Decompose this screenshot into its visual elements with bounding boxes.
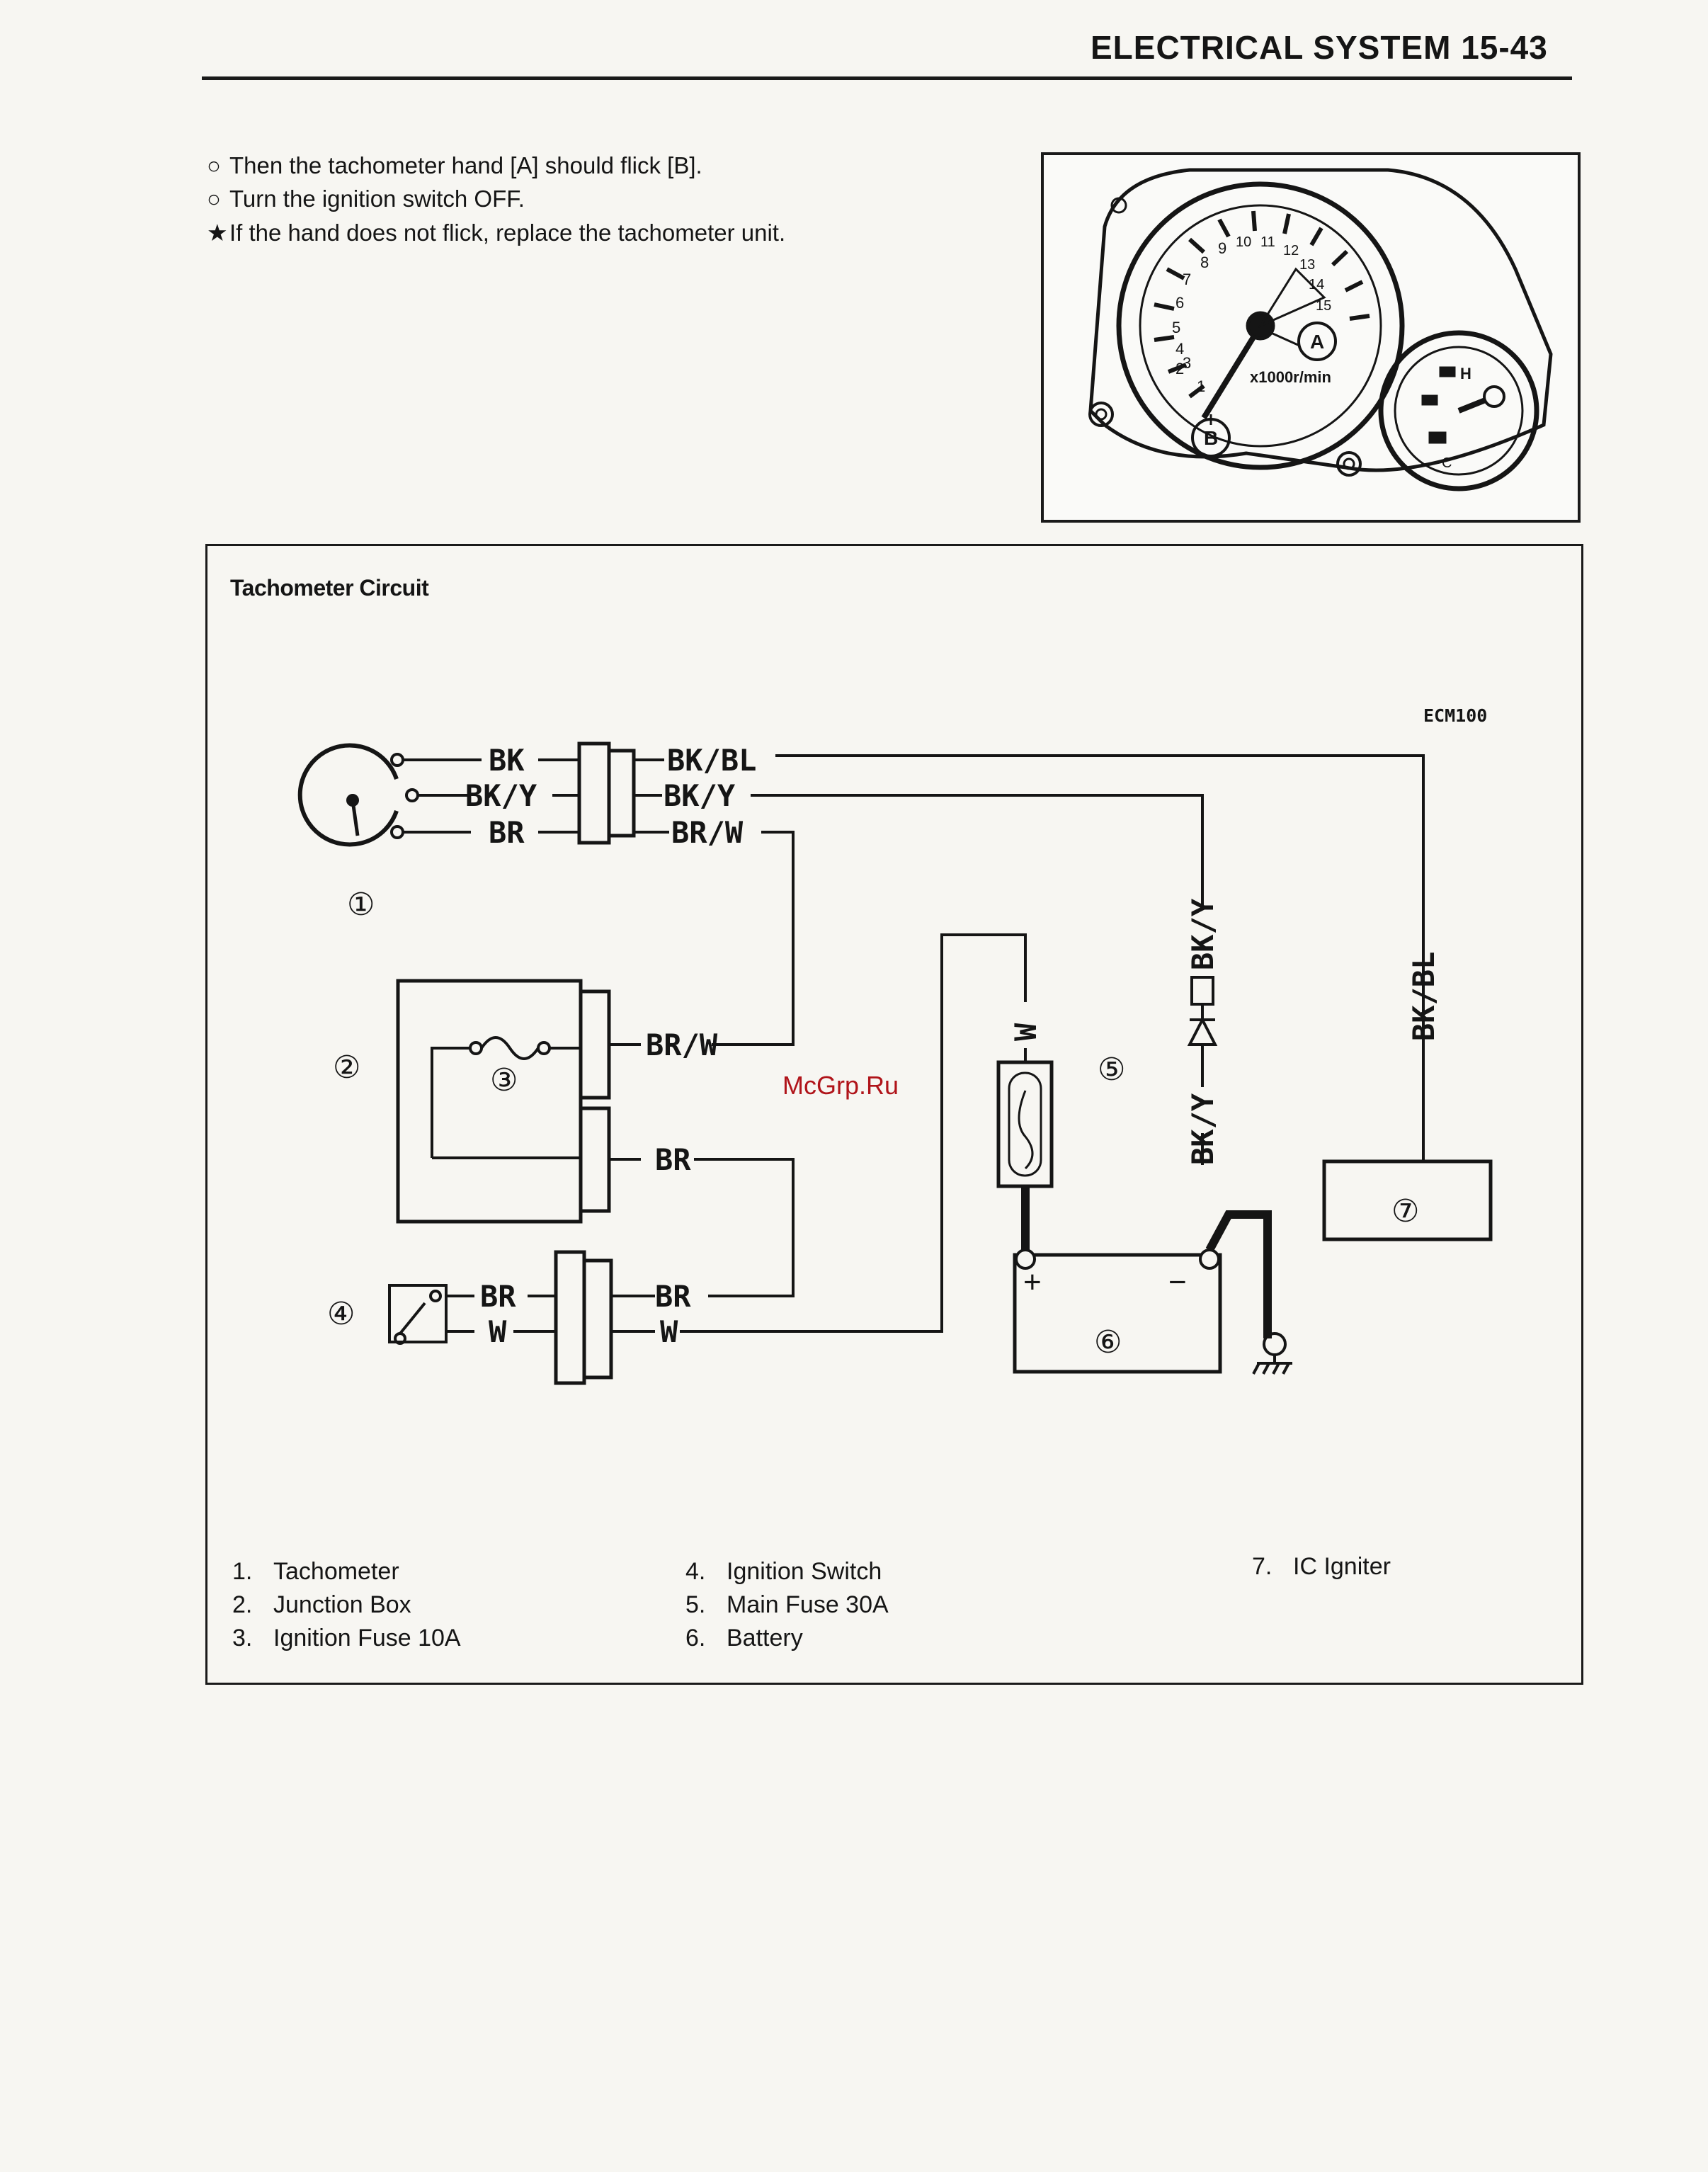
tachometer-symbol xyxy=(297,743,399,847)
legend-number-2: 2. xyxy=(232,1591,253,1618)
step-3-text: If the hand does not flick, replace the … xyxy=(229,220,786,246)
step-1-mark: ○ xyxy=(207,152,221,178)
tach-number-15: 15 xyxy=(1316,298,1331,314)
tach-unit-label: x1000r/min xyxy=(1250,368,1331,386)
battery-symbol xyxy=(1013,1253,1222,1374)
legend-item-2: 2. Junction Box xyxy=(232,1591,411,1619)
legend-number-1: 1. xyxy=(232,1558,253,1585)
wire-label-w-switch: W xyxy=(489,1314,507,1349)
legend-label-1: Tachometer xyxy=(273,1558,399,1585)
circuit-code: ECM100 xyxy=(1423,705,1488,726)
step-1-text: Then the tachometer hand [A] should flic… xyxy=(229,152,702,178)
component-number-7: ⑦ xyxy=(1391,1194,1419,1229)
ignition-switch-symbol xyxy=(388,1284,448,1343)
legend-item-3: 3. Ignition Fuse 10A xyxy=(232,1625,461,1652)
legend-label-3: Ignition Fuse 10A xyxy=(273,1625,461,1651)
temp-cold-label: C xyxy=(1442,455,1452,471)
component-number-5: ⑤ xyxy=(1098,1052,1125,1087)
legend-item-4: 4. Ignition Switch xyxy=(685,1558,882,1586)
wire-label-br: BR xyxy=(489,815,525,850)
legend-label-2: Junction Box xyxy=(273,1591,411,1618)
wire-label-br-junction: BR xyxy=(655,1142,691,1177)
step-3: ★If the hand does not flick, replace the… xyxy=(207,219,785,246)
tach-number-2: 2 xyxy=(1175,360,1184,377)
tach-number-11: 11 xyxy=(1260,234,1275,250)
wire-label-vertical-bk-y: BK/Y xyxy=(1185,898,1220,970)
component-number-1: ① xyxy=(347,887,375,922)
gauge-illustration xyxy=(1088,168,1553,491)
step-1: ○ Then the tachometer hand [A] should fli… xyxy=(207,152,702,179)
component-number-4: ④ xyxy=(327,1297,355,1331)
circuit-diagram-frame xyxy=(205,544,1583,1685)
legend-label-5: Main Fuse 30A xyxy=(727,1591,889,1618)
legend-number-3: 3. xyxy=(232,1625,253,1651)
callout-a: A xyxy=(1310,331,1324,353)
wire-label-vertical-w: W xyxy=(1008,1023,1043,1041)
step-2-text: Turn the ignition switch OFF. xyxy=(229,186,525,212)
wire-label-vertical-bk-y-lower: BK/Y xyxy=(1185,1093,1220,1165)
component-number-2: ② xyxy=(333,1050,360,1085)
battery-minus-label: − xyxy=(1168,1265,1187,1300)
gauge-text: 1 2 3 4 5 6 7 8 9 10 11 12 13 14 15 x100… xyxy=(1172,234,1471,471)
legend-item-1: 1. Tachometer xyxy=(232,1558,399,1586)
tach-number-13: 13 xyxy=(1299,257,1315,273)
tach-number-3: 3 xyxy=(1183,354,1191,372)
junction-box xyxy=(396,979,583,1224)
step-2-mark: ○ xyxy=(207,186,221,212)
legend-label-7: IC Igniter xyxy=(1293,1553,1391,1580)
tach-number-14: 14 xyxy=(1309,277,1324,292)
legend-label-6: Battery xyxy=(727,1625,803,1651)
step-3-mark: ★ xyxy=(207,220,228,246)
wire-label-br-w: BR/W xyxy=(671,815,744,850)
component-number-6: ⑥ xyxy=(1094,1325,1122,1360)
component-numbers: ① ② ③ ④ ⑤ ⑥ ⑦ + − xyxy=(327,887,1419,1360)
wire-label-bk-y-right: BK/Y xyxy=(664,778,736,813)
ic-igniter-box xyxy=(1322,1159,1493,1241)
wire-label-bk-bl: BK/BL xyxy=(667,743,756,778)
component-number-3: ③ xyxy=(490,1063,518,1098)
tach-number-8: 8 xyxy=(1200,254,1209,271)
circuit-title: Tachometer Circuit xyxy=(230,575,429,601)
legend-number-4: 4. xyxy=(685,1558,706,1585)
tach-number-1: 1 xyxy=(1197,377,1205,395)
tach-number-12: 12 xyxy=(1283,243,1299,258)
temp-high-label: H xyxy=(1460,365,1471,382)
wire-label-br-w-junction: BR/W xyxy=(646,1028,718,1062)
tach-number-6: 6 xyxy=(1175,294,1184,312)
page-header-title: ELECTRICAL SYSTEM 15-43 xyxy=(1091,29,1548,66)
battery-plus-label: + xyxy=(1023,1265,1042,1300)
header-rule xyxy=(202,76,1572,80)
callout-b: B xyxy=(1204,427,1218,449)
tach-number-10: 10 xyxy=(1236,234,1251,250)
wire-label-vertical-bk-bl: BK/BL xyxy=(1406,952,1441,1041)
legend-number-6: 6. xyxy=(685,1625,706,1651)
legend-item-5: 5. Main Fuse 30A xyxy=(685,1591,889,1619)
legend-item-6: 6. Battery xyxy=(685,1625,803,1652)
wire-labels: BK BK/Y BR BK/BL BK/Y BR/W BR/W BR BR W … xyxy=(465,743,1441,1349)
wire-label-w-connector: W xyxy=(660,1314,678,1349)
tach-number-9: 9 xyxy=(1218,239,1226,257)
wire-label-bk-y: BK/Y xyxy=(465,778,537,813)
watermark-text: McGrp.Ru xyxy=(782,1071,899,1100)
wire-label-br-connector: BR xyxy=(655,1279,691,1314)
tach-number-4: 4 xyxy=(1175,340,1184,358)
wire-label-bk: BK xyxy=(489,743,525,778)
legend-item-7: 7. IC Igniter xyxy=(1252,1553,1391,1581)
wire-label-br-switch: BR xyxy=(480,1279,516,1314)
circuit-wires xyxy=(297,741,1493,1385)
step-2: ○ Turn the ignition switch OFF. xyxy=(207,186,525,212)
legend-number-7: 7. xyxy=(1252,1553,1273,1580)
tach-number-7: 7 xyxy=(1183,271,1191,288)
legend-label-4: Ignition Switch xyxy=(727,1558,882,1585)
tach-number-5: 5 xyxy=(1172,319,1180,336)
legend-number-5: 5. xyxy=(685,1591,706,1618)
